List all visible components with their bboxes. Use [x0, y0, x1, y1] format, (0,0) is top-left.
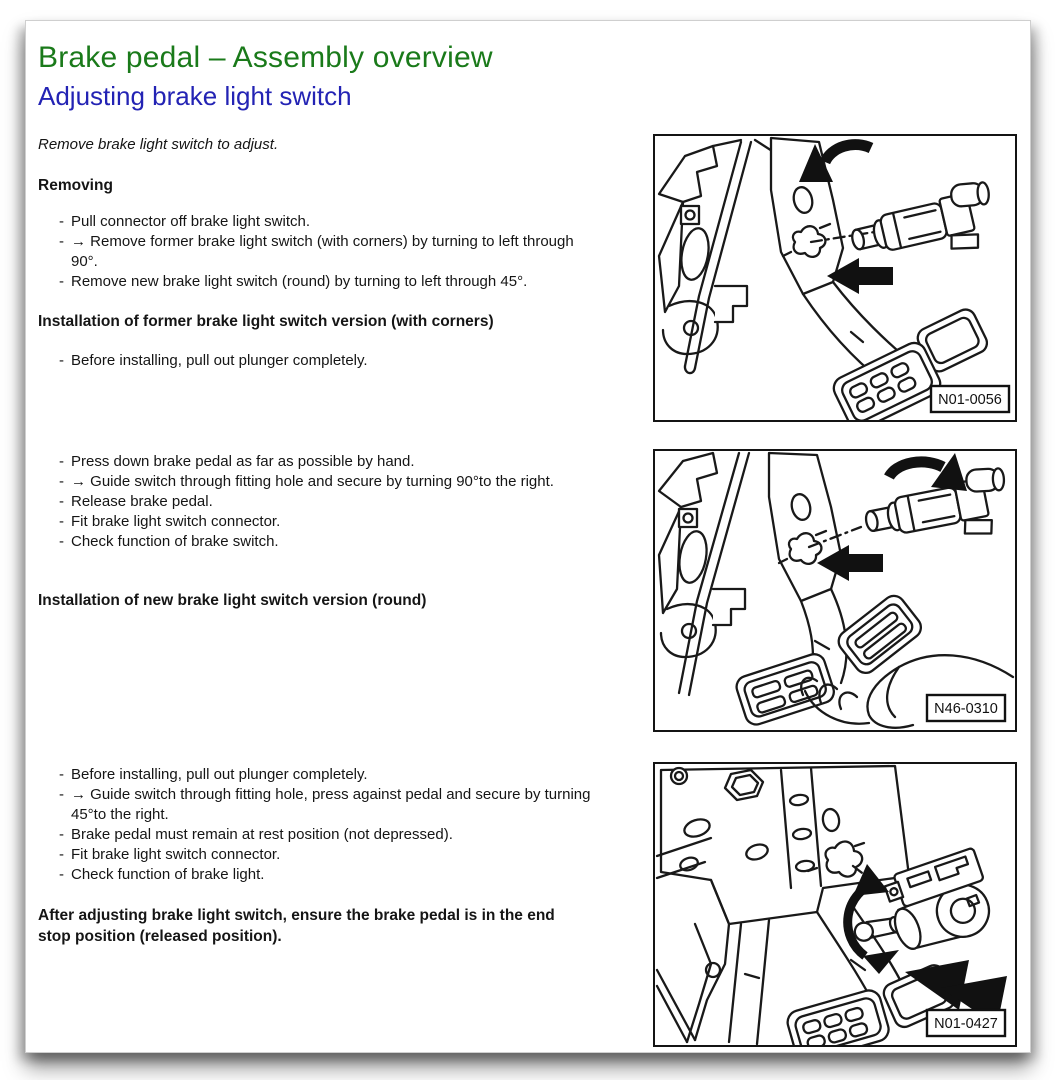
- final-note: After adjusting brake light switch, ensu…: [38, 907, 555, 945]
- instruction-step: -Before installing, pull out plunger com…: [59, 351, 595, 371]
- step-text: → Guide switch through fitting hole, pre…: [71, 786, 591, 823]
- instruction-step: -Check function of brake switch.: [59, 532, 595, 552]
- heading-install-new: Installation of new brake light switch v…: [38, 592, 427, 609]
- instruction-step: -Fit brake light switch connector.: [59, 512, 595, 532]
- step-text: Check function of brake switch.: [71, 533, 279, 550]
- step-text: Before installing, pull out plunger comp…: [71, 766, 368, 783]
- pedal-bracket-art: [657, 136, 990, 420]
- list-dash: -: [59, 473, 64, 490]
- document-page: Brake pedal – Assembly overview Adjustin…: [25, 20, 1031, 1053]
- former-prep-list: -Before installing, pull out plunger com…: [59, 351, 595, 371]
- figure-label-box: N01-0056: [929, 384, 1011, 414]
- round-brake-light-switch-drawing: [853, 847, 991, 950]
- instruction-step: -Remove new brake light switch (round) b…: [59, 272, 595, 292]
- figure-label-box: N46-0310: [925, 693, 1007, 723]
- removing-steps-list: -Pull connector off brake light switch. …: [59, 212, 595, 292]
- instruction-step: -→ Guide switch through fitting hole, pr…: [59, 785, 595, 825]
- instruction-step: -→ Guide switch through fitting hole and…: [59, 472, 595, 492]
- list-dash: -: [59, 766, 64, 783]
- list-dash: -: [59, 866, 64, 883]
- intro-note: Remove brake light switch to adjust.: [38, 136, 279, 153]
- list-dash: -: [59, 352, 64, 369]
- page-subtitle: Adjusting brake light switch: [38, 81, 352, 111]
- pull-direction-arrow-icon: [827, 258, 893, 294]
- pedal-assembly-drawing-3: N01-0427: [655, 764, 1007, 1045]
- former-steps-list: -Press down brake pedal as far as possib…: [59, 452, 595, 552]
- figure-former-switch-installation: N46-0310: [653, 449, 1017, 732]
- brake-light-switch-drawing: [851, 181, 990, 251]
- list-dash: -: [59, 846, 64, 863]
- page-title: Brake pedal – Assembly overview: [38, 41, 493, 74]
- step-text: Fit brake light switch connector.: [71, 846, 281, 863]
- step-text: Remove new brake light switch (round) by…: [71, 273, 528, 290]
- instruction-step: -Pull connector off brake light switch.: [59, 212, 595, 232]
- figure-label: N01-0427: [934, 1016, 998, 1032]
- instruction-step: -Brake pedal must remain at rest positio…: [59, 825, 595, 845]
- instruction-step: -Release brake pedal.: [59, 492, 595, 512]
- list-dash: -: [59, 233, 64, 250]
- pedal-bracket-art: [655, 764, 991, 1045]
- step-text: → Remove former brake light switch (with…: [71, 233, 574, 270]
- figure-label: N01-0056: [938, 392, 1002, 408]
- list-dash: -: [59, 453, 64, 470]
- rotate-left-arrow-icon: [843, 864, 899, 974]
- pedal-bracket-art: [657, 451, 1015, 729]
- instruction-step: -Check function of brake light.: [59, 865, 595, 885]
- step-text: Brake pedal must remain at rest position…: [71, 826, 453, 843]
- step-text: Before installing, pull out plunger comp…: [71, 352, 368, 369]
- list-dash: -: [59, 493, 64, 510]
- hand-pressing-pedal-art: [800, 654, 1015, 729]
- figure-label: N46-0310: [934, 701, 998, 717]
- step-text: Pull connector off brake light switch.: [71, 213, 311, 230]
- list-dash: -: [59, 533, 64, 550]
- step-text: Check function of brake light.: [71, 866, 265, 883]
- brake-light-switch-drawing: [864, 467, 1006, 535]
- figure-former-switch-removal: N01-0056: [653, 134, 1017, 422]
- figure-label-box: N01-0427: [925, 1008, 1007, 1038]
- rotate-right-arrow-icon: [884, 453, 967, 491]
- pedal-assembly-drawing-1: N01-0056: [657, 136, 1011, 420]
- list-dash: -: [59, 273, 64, 290]
- heading-install-former: Installation of former brake light switc…: [38, 313, 494, 330]
- step-text: Release brake pedal.: [71, 493, 213, 510]
- instruction-step: -Fit brake light switch connector.: [59, 845, 595, 865]
- push-direction-arrow-icon: [817, 545, 883, 581]
- list-dash: -: [59, 513, 64, 530]
- new-steps-list: -Before installing, pull out plunger com…: [59, 765, 595, 885]
- pedal-assembly-drawing-2: N46-0310: [657, 451, 1015, 729]
- list-dash: -: [59, 826, 64, 843]
- heading-removing: Removing: [38, 177, 113, 194]
- step-text: Fit brake light switch connector.: [71, 513, 281, 530]
- step-text: → Guide switch through fitting hole and …: [71, 473, 554, 490]
- instruction-step: -→ Remove former brake light switch (wit…: [59, 232, 595, 272]
- instruction-step: -Press down brake pedal as far as possib…: [59, 452, 595, 472]
- rotate-left-arrow-icon: [799, 139, 874, 182]
- figure-new-switch-installation: N01-0427: [653, 762, 1017, 1047]
- step-text: Press down brake pedal as far as possibl…: [71, 453, 415, 470]
- list-dash: -: [59, 786, 64, 803]
- list-dash: -: [59, 213, 64, 230]
- instruction-step: -Before installing, pull out plunger com…: [59, 765, 595, 785]
